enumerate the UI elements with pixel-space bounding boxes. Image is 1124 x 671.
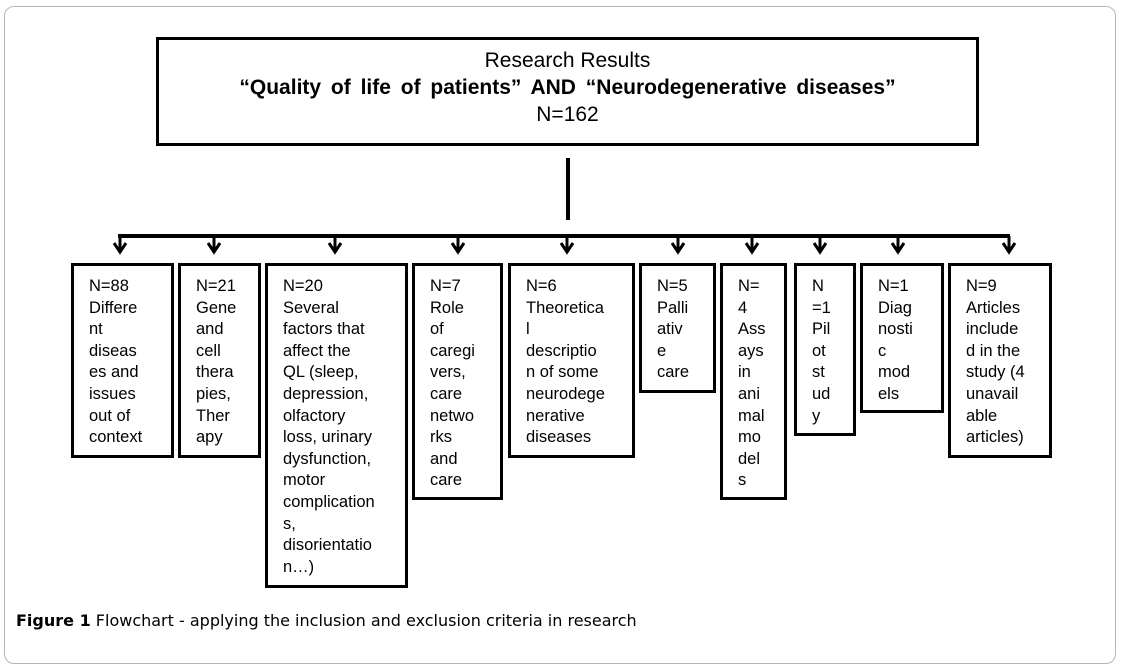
arrow-head-3 xyxy=(327,242,343,255)
child-node-9: N=1 Diag nosti c mod els xyxy=(860,263,944,413)
child-node-4: N=7 Role of caregi vers, care netwo rks … xyxy=(412,263,503,500)
caption-label: Figure 1 xyxy=(16,611,91,630)
arrow-head-9 xyxy=(890,242,906,255)
branch-arrows xyxy=(112,236,1017,255)
root-node: Research Results “Quality of life of pat… xyxy=(156,37,979,146)
child-node-3: N=20 Several factors that affect the QL … xyxy=(265,263,408,588)
child-node-10: N=9 Articles include d in the study (4 u… xyxy=(948,263,1052,458)
root-title: Research Results xyxy=(484,49,651,72)
child-node-6: N=5 Palli ativ e care xyxy=(639,263,716,393)
figure-frame xyxy=(4,6,1116,664)
child-node-7: N= 4 Ass ays in ani mal mo del s xyxy=(720,263,787,500)
root-query: “Quality of life of patients” AND “Neuro… xyxy=(239,76,896,99)
child-node-5: N=6 Theoretica l descriptio n of some ne… xyxy=(508,263,635,458)
arrow-head-1 xyxy=(112,242,128,255)
arrow-head-10 xyxy=(1001,242,1017,255)
arrow-head-6 xyxy=(670,242,686,255)
arrow-head-7 xyxy=(744,242,760,255)
arrow-head-2 xyxy=(206,242,222,255)
root-count: N=162 xyxy=(536,103,599,126)
child-node-2: N=21 Gene and cell thera pies, Ther apy xyxy=(178,263,261,458)
figure-caption: Figure 1 Flowchart - applying the inclus… xyxy=(16,611,637,630)
arrow-head-8 xyxy=(812,242,828,255)
caption-text: Flowchart - applying the inclusion and e… xyxy=(90,611,637,630)
child-node-8: N =1 Pil ot st ud y xyxy=(794,263,856,436)
arrow-head-5 xyxy=(559,242,575,255)
child-node-1: N=88 Differe nt diseas es and issues out… xyxy=(71,263,174,458)
arrow-head-4 xyxy=(450,242,466,255)
